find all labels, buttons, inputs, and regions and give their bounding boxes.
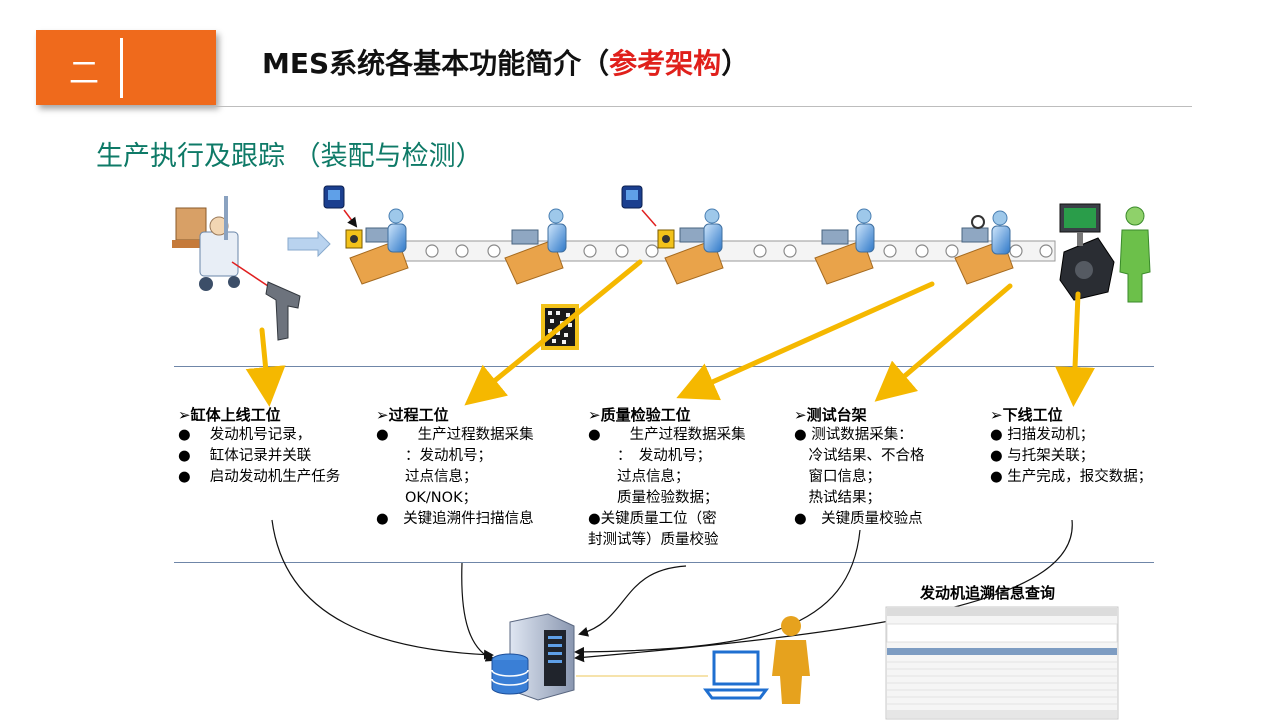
workstation-2 [504, 208, 567, 285]
station-line: ● 扫描发动机； [990, 427, 1095, 443]
query-screen-preview [885, 606, 1119, 720]
station-line: ● 生产过程数据采集 [588, 427, 746, 443]
station-block-4: ➢测试台架 ● 测试数据采集： 冷试结果、不合格 窗口信息； 热试结果； ● 关… [794, 404, 925, 530]
station-line: ● 发动机号记录， [178, 427, 312, 443]
station-line: 过点信息； [588, 469, 690, 485]
station-line: ● 关键追溯件扫描信息 [376, 511, 534, 527]
station-line: ● 生产完成，报交数据； [990, 469, 1153, 485]
station-block-3: ➢质量检验工位 ● 生产过程数据采集 ： 发动机号； 过点信息； 质量检验数据；… [588, 404, 746, 551]
workstation-3 [657, 208, 724, 285]
laptop-icon [703, 650, 769, 700]
workstation-4 [814, 208, 875, 285]
station-block-5: ➢下线工位 ● 扫描发动机； ● 与托架关联； ● 生产完成，报交数据； [990, 404, 1152, 488]
station-line: ● 生产过程数据采集 [376, 427, 534, 443]
database-server-icon [491, 613, 575, 701]
station-line: OK/NOK； [376, 490, 478, 506]
station-line: 过点信息； [376, 469, 478, 485]
arrow-station-1 [245, 327, 286, 407]
monitor-icon [1059, 203, 1101, 246]
station-line: 封测试等）质量校验 [588, 532, 719, 548]
station-line: ● 缸体记录并关联 [178, 448, 312, 464]
section-number: 二 [69, 56, 99, 91]
station-title: ➢过程工位 [376, 406, 449, 424]
station-line: ● 关键质量校验点 [794, 511, 923, 527]
station-line: ● 与托架关联； [990, 448, 1095, 464]
station-line: ：发动机号； [376, 448, 492, 464]
link-station-3 [578, 565, 687, 637]
station-line: ： 发动机号； [588, 448, 712, 464]
arrow-station-4 [874, 283, 1013, 402]
workstation-1 [345, 208, 409, 285]
station-line: 冷试结果、不合格 [794, 448, 925, 464]
title-rule [180, 106, 1192, 107]
station-line: 热试结果； [794, 490, 881, 506]
person-icon [772, 616, 810, 704]
title-close: ） [721, 47, 750, 80]
arrow-station-5 [1055, 291, 1096, 407]
engine-icon [1059, 237, 1115, 301]
title-highlight: 参考架构 [609, 47, 722, 80]
section-subtitle: 生产执行及跟踪 （装配与检测） [96, 141, 483, 172]
workstation-5 [954, 210, 1014, 285]
divider-top [174, 366, 1154, 367]
page-title: MES系统各基本功能简介（参考架构） [262, 42, 749, 82]
station-block-2: ➢过程工位 ● 生产过程数据采集 ：发动机号； 过点信息； OK/NOK； ● … [376, 404, 534, 530]
station-line: 窗口信息； [794, 469, 881, 485]
forklift-icon [172, 196, 275, 291]
station-title: ➢下线工位 [990, 406, 1063, 424]
station-line: ●关键质量工位（密 [588, 511, 717, 527]
title-main: MES系统各基本功能简介（ [262, 47, 610, 80]
station-title: ➢缸体上线工位 [178, 406, 281, 424]
arrow-station-2 [464, 259, 643, 406]
station-title: ➢测试台架 [794, 406, 867, 424]
station-line: 质量检验数据； [588, 490, 719, 506]
person-icon [1119, 206, 1151, 303]
arrow-station-3 [676, 281, 935, 401]
badge-divider [120, 38, 123, 98]
section-badge: 二 [36, 30, 216, 105]
station-block-1: ➢缸体上线工位 ● 发动机号记录， ● 缸体记录并关联 ● 启动发动机生产任务 [178, 404, 340, 488]
station-line: ● 测试数据采集： [794, 427, 913, 443]
station-line: ● 启动发动机生产任务 [178, 469, 341, 485]
station-title: ➢质量检验工位 [588, 406, 691, 424]
link-station-2 [461, 562, 496, 662]
rfid-reader-icon [621, 185, 657, 227]
rfid-reader-icon [323, 185, 358, 228]
flow-arrow [287, 230, 331, 258]
barcode-scanner-icon [265, 281, 301, 341]
divider-bottom [174, 562, 1154, 563]
link-station-1 [271, 519, 494, 660]
query-label: 发动机追溯信息查询 [920, 584, 1056, 602]
